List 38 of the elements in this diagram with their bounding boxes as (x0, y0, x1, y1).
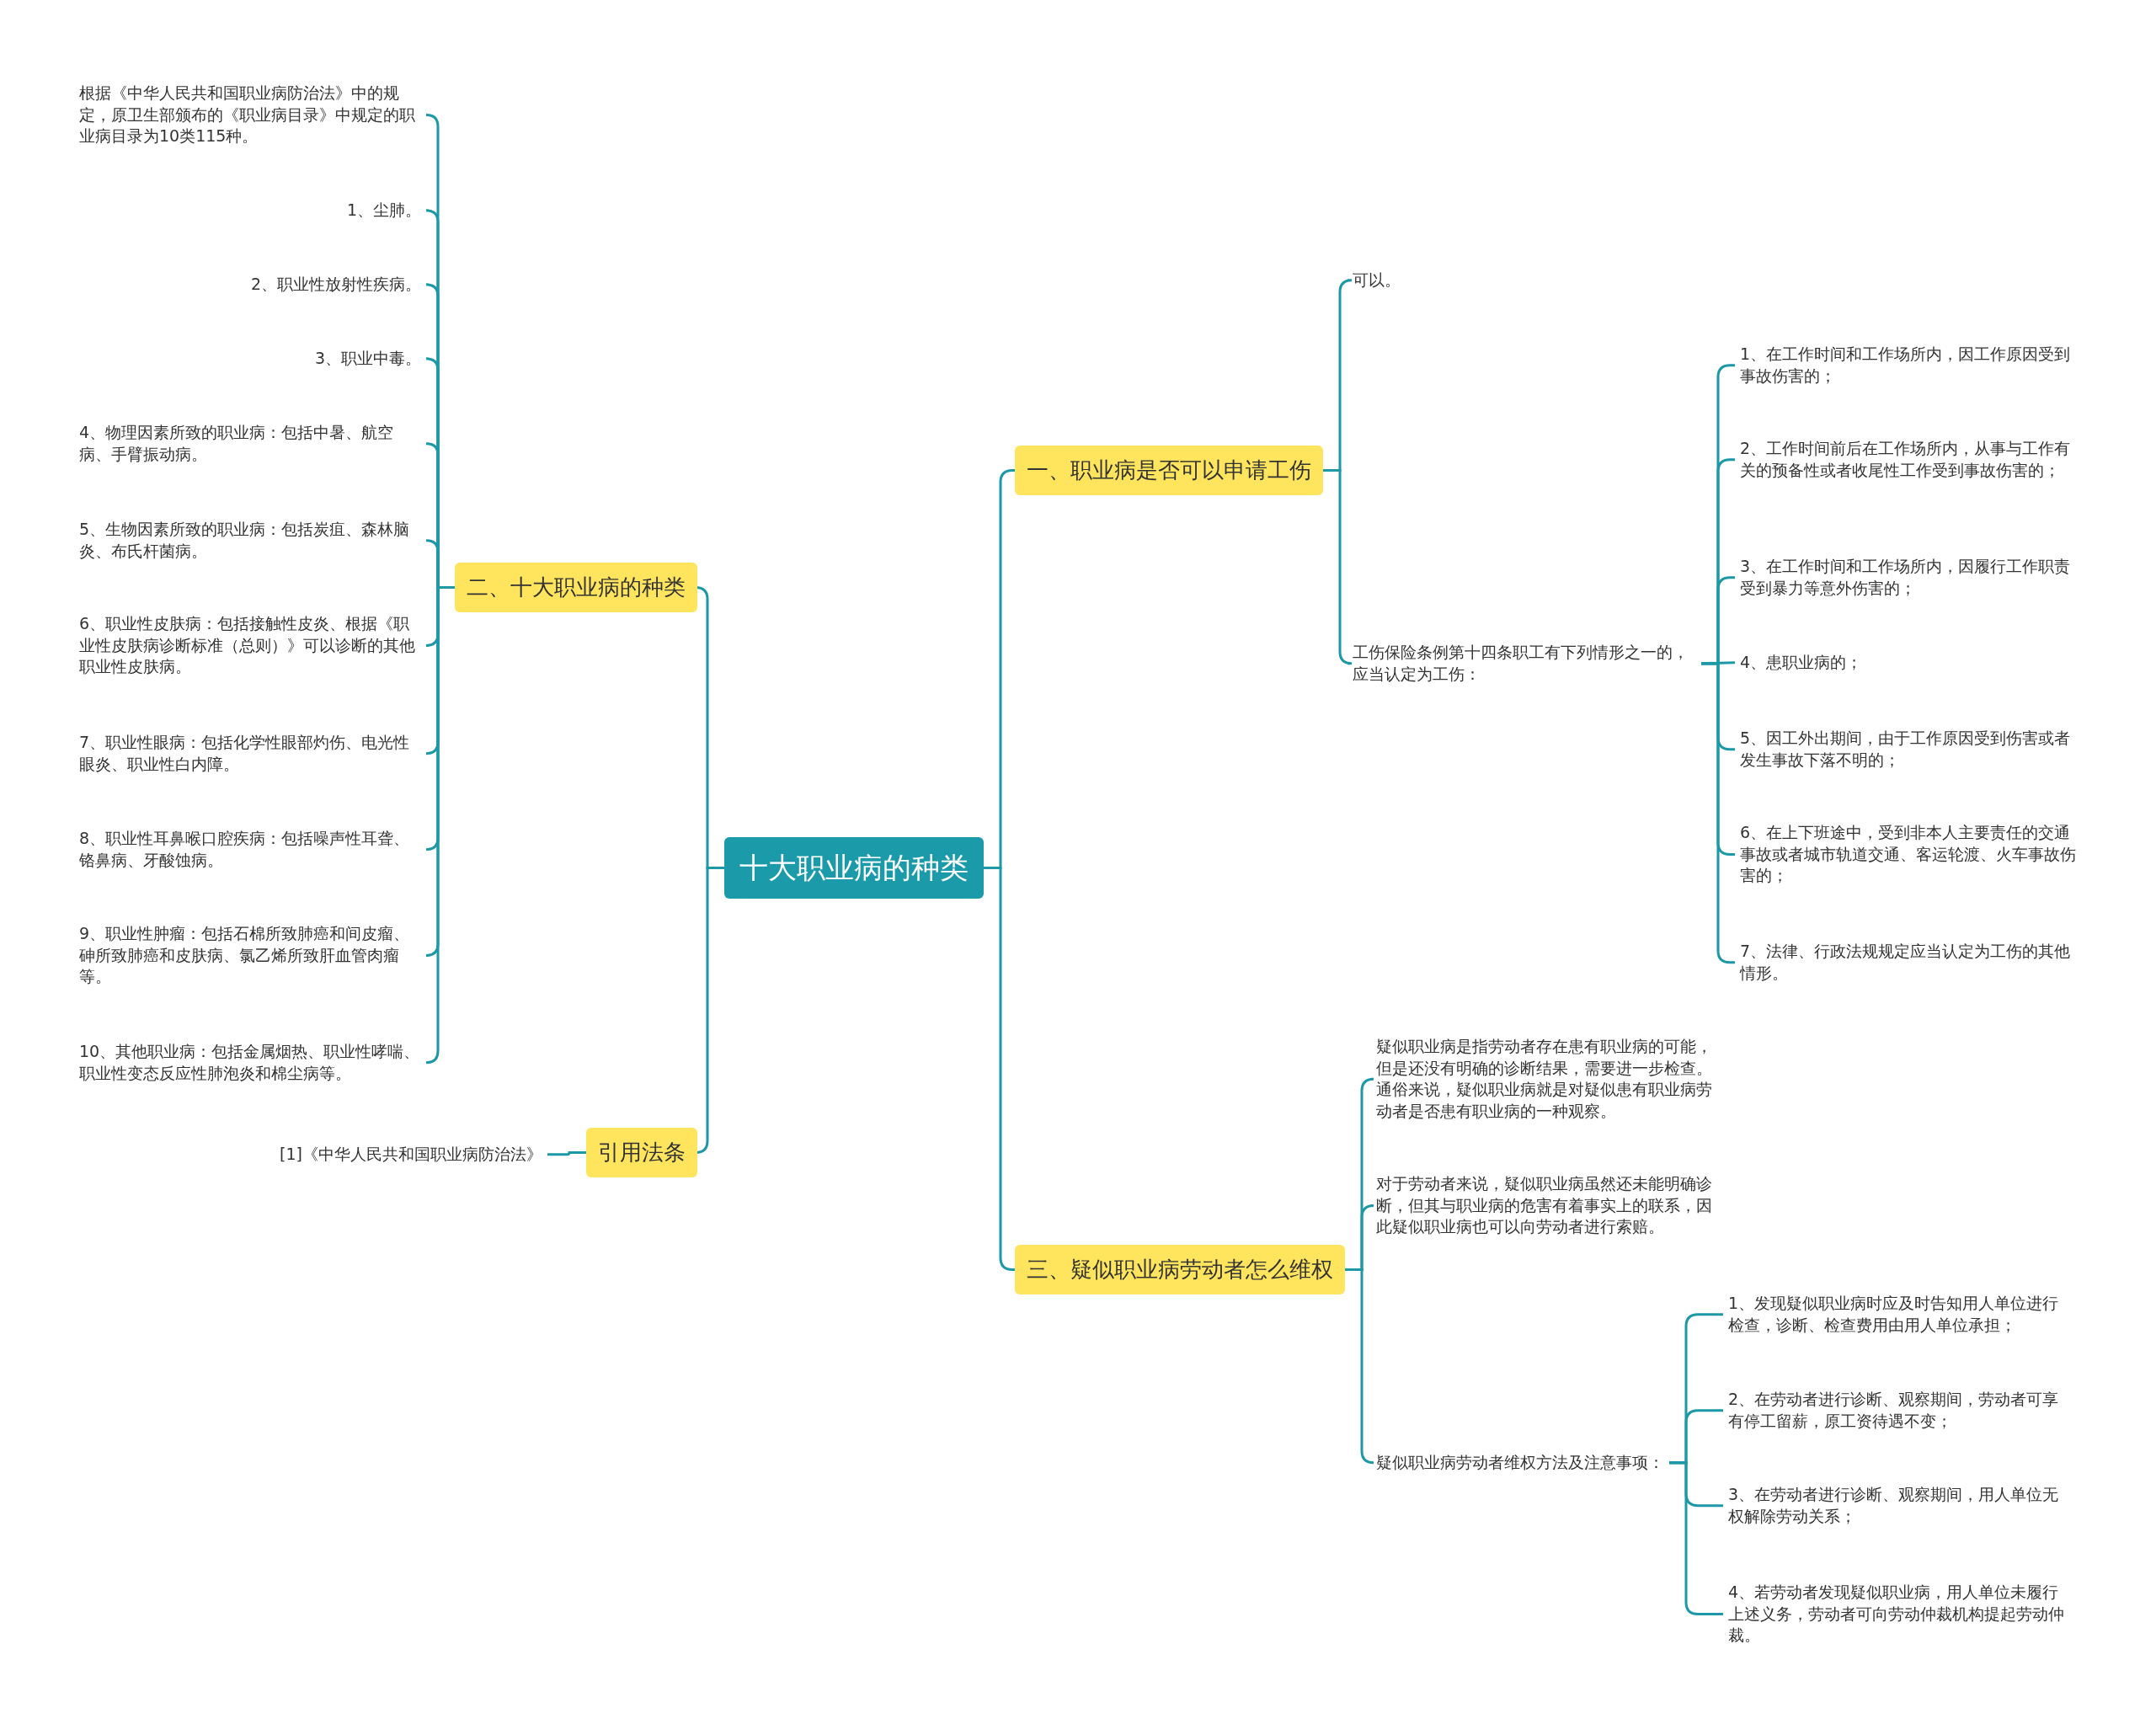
topic-text: 1、在工作时间和工作场所内，因工作原因受到事故伤害的； (1735, 340, 2089, 391)
topic-text: 4、若劳动者发现疑似职业病，用人单位未履行上述义务，劳动者可向劳动仲裁机构提起劳动仲裁。 (1723, 1578, 2077, 1650)
topic-text: 3、在工作时间和工作场所内，因履行工作职责受到暴力等意外伤害的； (1735, 552, 2089, 603)
topic-text: 根据《中华人民共和国职业病防治法》中的规定，原卫生部颁布的《职业病目录》中规定的职业病目录为10类115种。 (74, 79, 426, 151)
connector-line (1669, 1461, 1723, 1615)
topic-text: 对于劳动者来说，疑似职业病虽然还未能明确诊断，但其与职业病的危害有着事实上的联系，因此疑似职业病也可以向劳动者进行索赔。 (1371, 1170, 1725, 1241)
connector-line (547, 1151, 586, 1156)
topic-text: 2、在劳动者进行诊断、观察期间，劳动者可享有停工留薪，原工资待遇不变； (1723, 1385, 2077, 1436)
connector-line (984, 866, 1016, 1272)
topic-text: 7、职业性眼病：包括化学性眼部灼伤、电光性眼炎、职业性白内障。 (74, 729, 426, 779)
topic-text: 可以。 (1348, 266, 1406, 295)
topic-text: 6、职业性皮肤病：包括接触性皮炎、根据《职业性皮肤病诊断标准（总则）》可以诊断的其他职业性皮肤病。 (74, 610, 426, 681)
topic-text: 3、在劳动者进行诊断、观察期间，用人单位无权解除劳动关系； (1723, 1481, 2077, 1531)
branch-topic: 三、疑似职业病劳动者怎么维权 (1015, 1245, 1345, 1295)
topic-text: 5、因工外出期间，由于工作原因受到伤害或者发生事故下落不明的； (1735, 724, 2089, 775)
topic-text: 4、患职业病的； (1735, 649, 2089, 677)
connector-line (1345, 1268, 1375, 1465)
branch-topic: 二、十大职业病的种类 (455, 563, 697, 613)
topic-text: 3、职业中毒。 (309, 344, 426, 373)
connector-line (1701, 662, 1735, 964)
topic-text: 9、职业性肿瘤：包括石棉所致肺癌和间皮瘤、砷所致肺癌和皮肤病、氯乙烯所致肝血管肉瘤等。 (74, 920, 426, 991)
topic-text: 2、工作时间前后在工作场所内，从事与工作有关的预备性或者收尾性工作受到事故伤害的； (1735, 435, 2089, 485)
topic-text: 10、其他职业病：包括金属烟热、职业性哮喘、职业性变态反应性肺泡炎和棉尘病等。 (74, 1038, 426, 1088)
branch-topic: 一、职业病是否可以申请工伤 (1015, 446, 1323, 496)
topic-text: 1、发现疑似职业病时应及时告知用人单位进行检查，诊断、检查费用由用人单位承担； (1723, 1289, 2077, 1340)
topic-text: 1、尘肺。 (341, 196, 426, 225)
topic-text: 工伤保险条例第十四条职工有下列情形之一的，应当认定为工伤： (1348, 638, 1701, 689)
topic-text: 6、在上下班途中，受到非本人主要责任的交通事故或者城市轨道交通、客运轮渡、火车事故伤害的； (1735, 819, 2089, 890)
topic-text: 疑似职业病劳动者维权方法及注意事项： (1371, 1449, 1669, 1477)
topic-text: 疑似职业病是指劳动者存在患有职业病的可能，但是还没有明确的诊断结果，需要进一步检查。通俗来说，疑似职业病就是对疑似患有职业病劳动者是否患有职业病的一种观察。 (1371, 1033, 1725, 1126)
topic-text: 8、职业性耳鼻喉口腔疾病：包括噪声性耳聋、铬鼻病、牙酸蚀病。 (74, 825, 426, 875)
central-topic: 十大职业病的种类 (724, 837, 984, 899)
topic-text: 2、职业性放射性疾病。 (245, 270, 426, 299)
topic-text: [1]《中华人民共和国职业病防治法》 (275, 1140, 547, 1169)
topic-text: 4、物理因素所致的职业病：包括中暑、航空病、手臂振动病。 (74, 419, 426, 469)
branch-topic: 引用法条 (586, 1128, 697, 1178)
topic-text: 5、生物因素所致的职业病：包括炭疽、森林脑炎、布氏杆菌病。 (74, 515, 426, 566)
topic-text: 7、法律、行政法规规定应当认定为工伤的其他情形。 (1735, 937, 2089, 988)
